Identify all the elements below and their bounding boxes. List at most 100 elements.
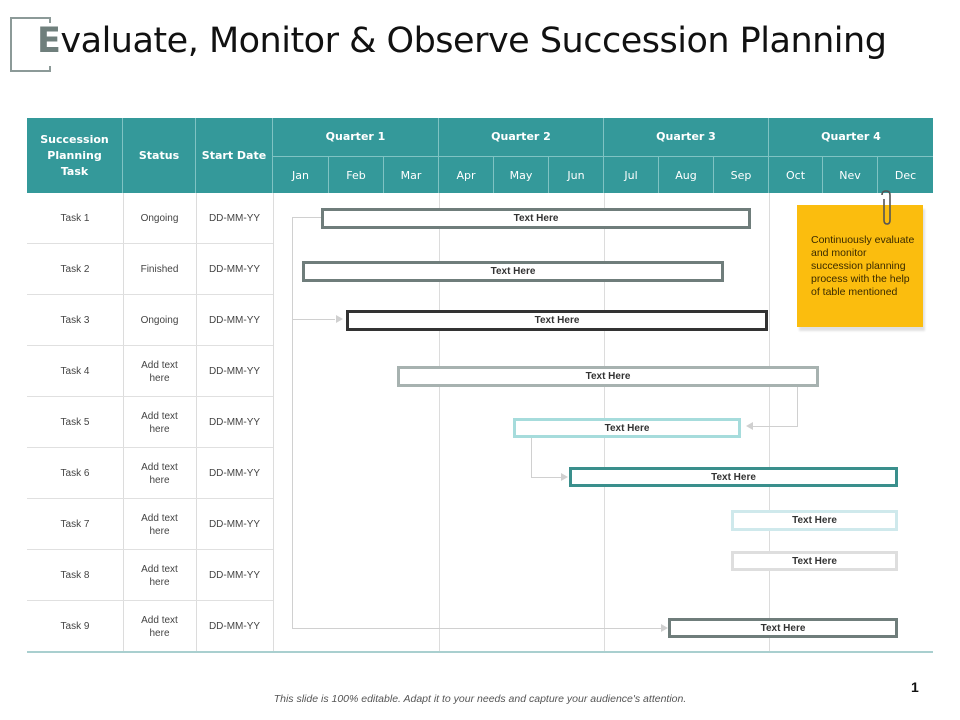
row-divider (27, 345, 273, 346)
quarter-divider (769, 193, 770, 651)
connector-line (292, 217, 293, 629)
start-date-cell: DD-MM-YY (208, 519, 261, 530)
status-cell: Add text here (141, 512, 178, 537)
title-first-letter: E (37, 21, 61, 61)
header-month-nov: Nev (823, 157, 878, 193)
arrow-left-icon (746, 422, 753, 430)
page-number: 1 (911, 679, 919, 695)
header-quarter-4: Quarter 4 (769, 118, 933, 157)
header-month-jul: Jul (604, 157, 659, 193)
status-cell: Add text here (141, 614, 178, 639)
header-task: Succession Planning Task (27, 118, 123, 193)
task-bar-5[interactable]: Text Here (513, 418, 741, 438)
task-bar-6[interactable]: Text Here (569, 467, 898, 487)
status-cell: Add text here (141, 563, 178, 588)
paperclip-icon (881, 190, 891, 225)
status-cell: Ongoing (140, 315, 179, 326)
header-status: Status (123, 118, 196, 193)
task-bar-label: Text Here (711, 471, 756, 483)
header-month-apr: Apr (439, 157, 494, 193)
header-month-mar: Mar (384, 157, 439, 193)
task-cell: Task 1 (60, 213, 90, 224)
row-divider (27, 498, 273, 499)
status-cell: Finished (140, 264, 179, 275)
task-bar-4[interactable]: Text Here (397, 366, 819, 387)
task-cell: Task 9 (60, 621, 90, 632)
header-month-aug: Aug (659, 157, 714, 193)
task-bar-label: Text Here (792, 515, 837, 526)
row-divider (27, 294, 273, 295)
connector-line (752, 426, 798, 427)
column-divider (123, 193, 124, 651)
status-cell: Add text here (141, 410, 178, 435)
row-divider (27, 549, 273, 550)
start-date-cell: DD-MM-YY (208, 621, 261, 632)
task-cell: Task 8 (60, 570, 90, 581)
task-bar-7[interactable]: Text Here (731, 510, 898, 531)
task-bar-9[interactable]: Text Here (668, 618, 898, 638)
arrow-right-icon (336, 315, 343, 323)
connector-line (292, 217, 322, 218)
start-date-cell: DD-MM-YY (208, 570, 261, 581)
arrow-right-icon (561, 473, 568, 481)
task-bar-8[interactable]: Text Here (731, 551, 898, 571)
row-divider (27, 600, 273, 601)
task-bar-label: Text Here (513, 213, 559, 224)
header-month-feb: Feb (329, 157, 384, 193)
start-date-cell: DD-MM-YY (208, 417, 261, 428)
task-bar-label: Text Here (585, 371, 631, 382)
header-start-date: Start Date (196, 118, 273, 193)
row-divider (27, 396, 273, 397)
task-bar-label: Text Here (534, 315, 580, 326)
connector-line (531, 477, 561, 478)
title-bracket-decoration (10, 17, 51, 72)
sticky-note-text: Continuously evaluate and monitor succes… (811, 234, 915, 298)
status-cell: Ongoing (140, 213, 179, 224)
row-divider (27, 243, 273, 244)
task-cell: Task 5 (60, 417, 90, 428)
task-cell: Task 6 (60, 468, 90, 479)
header-quarter-2: Quarter 2 (439, 118, 604, 157)
task-bar-3[interactable]: Text Here (346, 310, 768, 331)
header-month-oct: Oct (769, 157, 823, 193)
task-bar-label: Text Here (604, 422, 650, 434)
header-quarter-3: Quarter 3 (604, 118, 769, 157)
header-quarter-1: Quarter 1 (273, 118, 439, 157)
row-divider (27, 447, 273, 448)
table-bottom-border (27, 651, 933, 653)
start-date-cell: DD-MM-YY (208, 213, 261, 224)
task-cell: Task 7 (60, 519, 90, 530)
connector-line (531, 437, 532, 478)
header-month-sep: Sep (714, 157, 769, 193)
header-month-may: May (494, 157, 549, 193)
task-bar-label: Text Here (792, 555, 837, 567)
gantt-table: Succession Planning Task Status Start Da… (27, 118, 933, 653)
sticky-note: Continuously evaluate and monitor succes… (797, 205, 923, 327)
task-cell: Task 2 (60, 264, 90, 275)
header-month-dec: Dec (878, 157, 933, 193)
task-cell: Task 3 (60, 315, 90, 326)
header-month-jun: Jun (549, 157, 604, 193)
status-cell: Add text here (141, 359, 178, 384)
task-bar-label: Text Here (760, 622, 806, 634)
task-cell: Task 4 (60, 366, 90, 377)
task-bar-label: Text Here (490, 266, 536, 277)
connector-line (797, 385, 798, 427)
page-title: Evaluate, Monitor & Observe Succession P… (37, 21, 887, 61)
status-cell: Add text here (141, 461, 178, 486)
task-bar-2[interactable]: Text Here (302, 261, 724, 282)
connector-line (292, 628, 661, 629)
task-bar-1[interactable]: Text Here (321, 208, 751, 229)
header-month-jan: Jan (273, 157, 329, 193)
connector-line (292, 319, 335, 320)
start-date-cell: DD-MM-YY (208, 264, 261, 275)
column-divider (196, 193, 197, 651)
arrow-right-icon (661, 624, 668, 632)
start-date-cell: DD-MM-YY (208, 366, 261, 377)
footer-note: This slide is 100% editable. Adapt it to… (273, 693, 687, 705)
title-rest: valuate, Monitor & Observe Succession Pl… (60, 21, 887, 61)
column-divider (273, 193, 274, 651)
start-date-cell: DD-MM-YY (208, 315, 261, 326)
quarter-divider (439, 193, 440, 651)
start-date-cell: DD-MM-YY (208, 468, 261, 479)
